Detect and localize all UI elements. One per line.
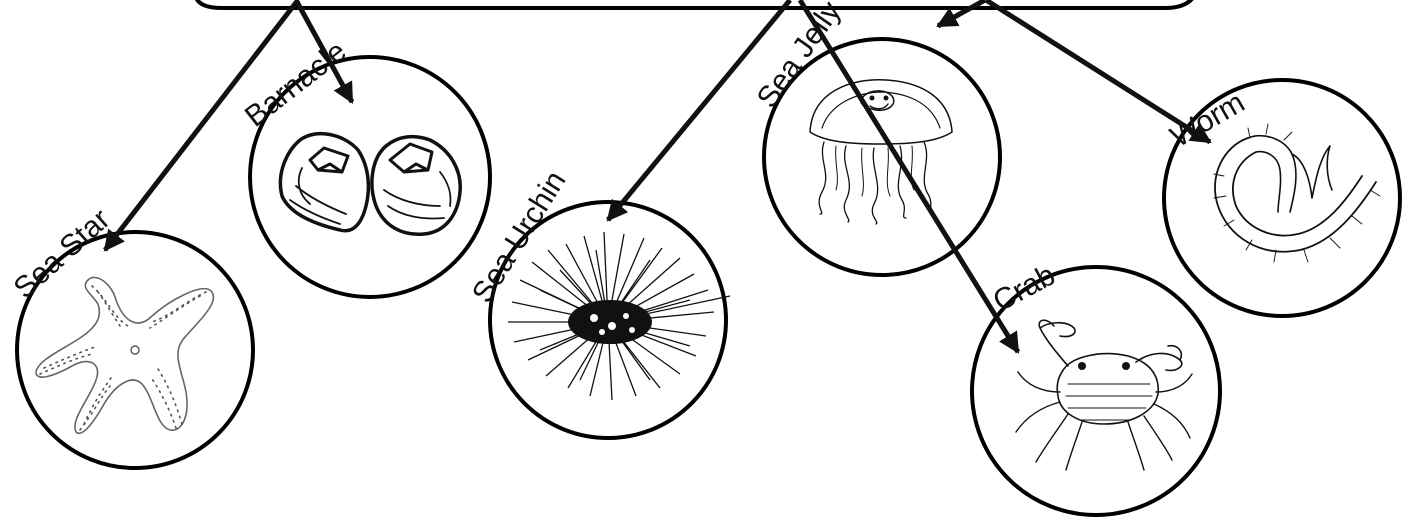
arrow-to-sea-jelly bbox=[938, 0, 985, 26]
node-sea-star: Sea Star bbox=[8, 203, 253, 468]
node-crab: Crab bbox=[972, 259, 1220, 515]
top-source-box bbox=[195, 0, 1198, 8]
arrow-to-sea-urchin bbox=[608, 0, 790, 220]
node-worm: Worm bbox=[1164, 80, 1400, 316]
arrow-to-worm bbox=[986, 0, 1210, 142]
node-sea-jelly: Sea Jelly bbox=[751, 0, 1000, 275]
node-barnacle: Barnacle bbox=[239, 35, 490, 297]
node-sea-urchin: Sea Urchin bbox=[466, 165, 730, 438]
